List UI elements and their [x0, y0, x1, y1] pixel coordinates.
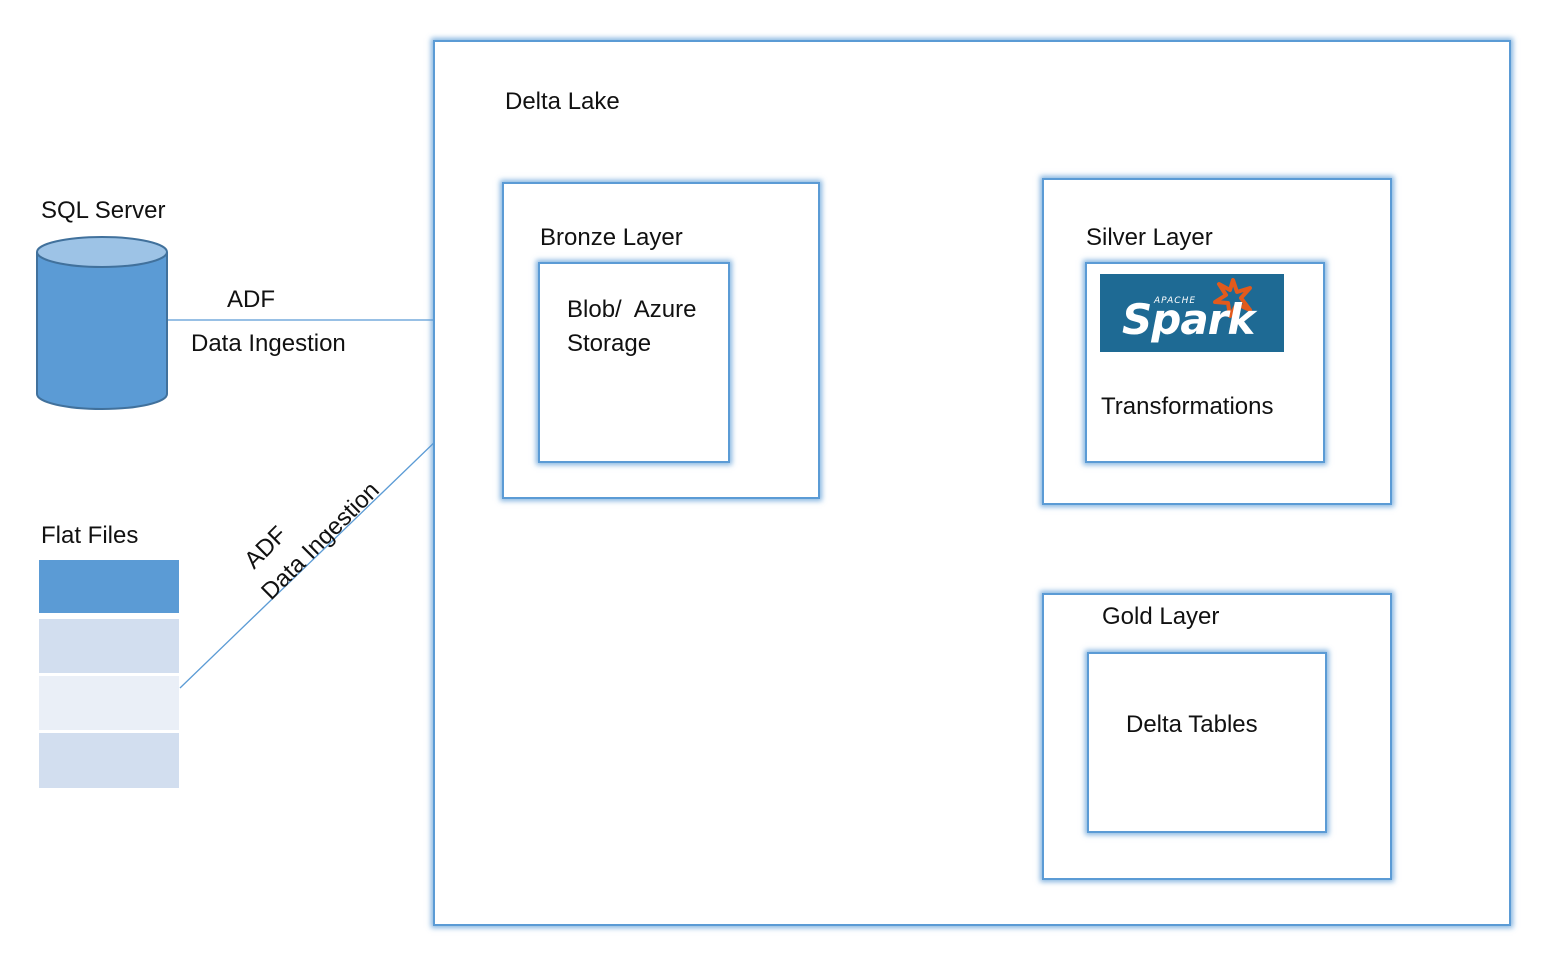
sql-adf-label: ADF — [227, 286, 275, 313]
database-cylinder-icon — [36, 236, 168, 410]
spark-logo-tagline: APACHE — [1154, 296, 1197, 306]
delta-tables-label: Delta Tables — [1126, 711, 1258, 738]
sql-server-title: SQL Server — [41, 197, 166, 224]
flat-file-row — [39, 676, 179, 730]
files-connector-labels: ADF Data Ingestion — [230, 451, 388, 609]
delta-tables-box — [1087, 652, 1327, 833]
gold-layer-title: Gold Layer — [1102, 603, 1220, 630]
sql-ingestion-label: Data Ingestion — [191, 330, 346, 357]
flat-file-row — [39, 733, 179, 788]
spark-logo-wordmark: Spark — [1122, 295, 1255, 344]
spark-star-icon — [1213, 278, 1252, 318]
bronze-layer-title: Bronze Layer — [540, 224, 683, 251]
blob-storage-box — [538, 262, 730, 463]
blob-storage-label: Blob/ Azure Storage — [567, 296, 704, 357]
apache-spark-logo: APACHE Spark — [1100, 274, 1284, 352]
flat-files-title: Flat Files — [41, 522, 139, 549]
flat-file-row — [39, 560, 179, 613]
silver-layer-title: Silver Layer — [1086, 224, 1213, 251]
flat-file-row — [39, 619, 179, 673]
transformations-label: Transformations — [1101, 393, 1274, 420]
delta-lake-title: Delta Lake — [505, 88, 620, 115]
